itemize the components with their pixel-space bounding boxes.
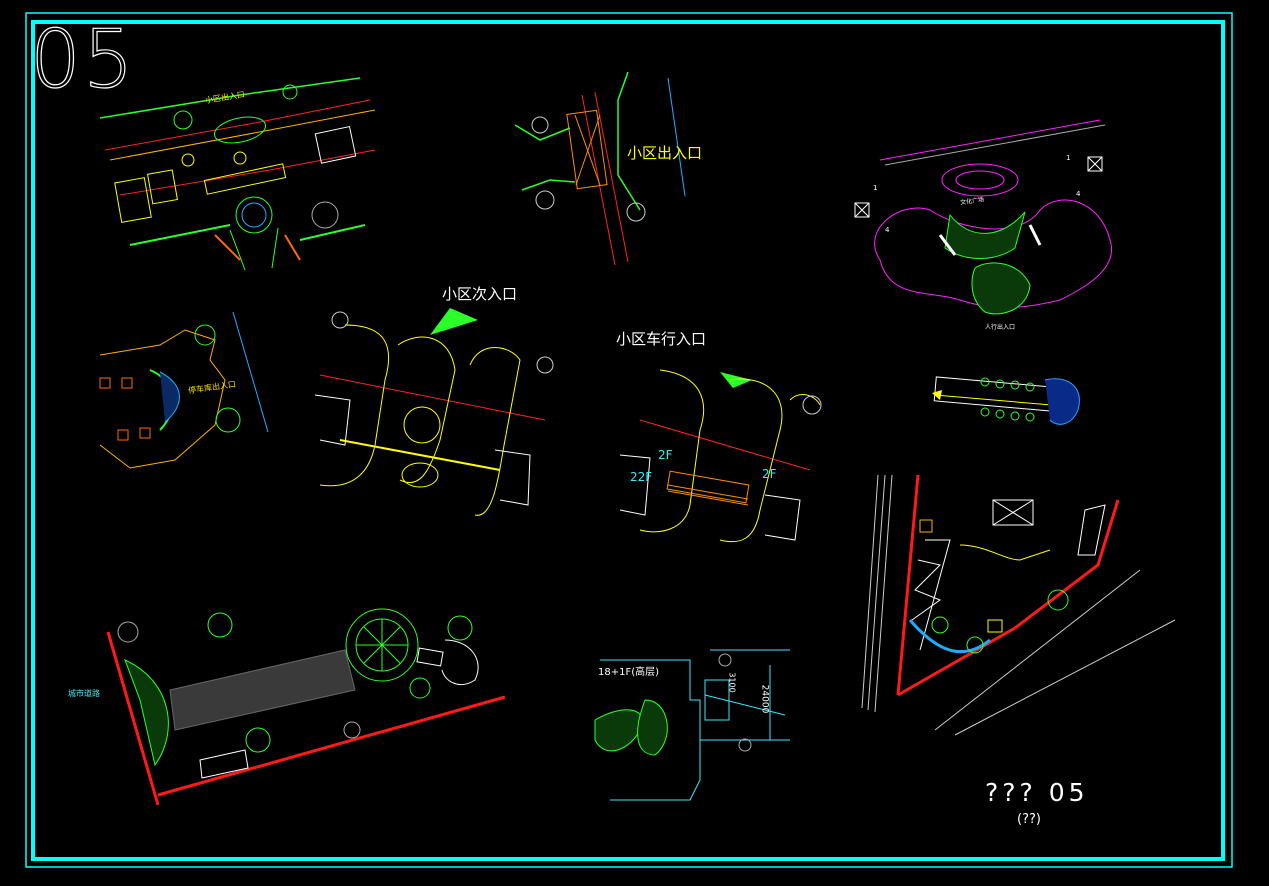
- plan-gate: [514, 71, 686, 266]
- plan-building-entrance: [594, 649, 790, 801]
- label-plot-1b: 1: [1066, 154, 1071, 162]
- label-dim-24000: 24000: [759, 684, 770, 714]
- label-entrance-secondary: 小区次入口: [442, 285, 518, 303]
- sheet-title: ??? 05: [985, 778, 1089, 807]
- label-entrance-vehicle: 小区车行入口: [616, 330, 707, 348]
- sheet-scale: (??): [1017, 812, 1041, 827]
- plan-linear-park: [106, 608, 506, 806]
- label-plot-1a: 1: [873, 184, 878, 192]
- plan-corner-site: [861, 474, 1176, 736]
- label-entrance-main: 小区出入口: [627, 144, 703, 162]
- sheet-number: 05: [29, 13, 136, 106]
- label-building-left: 18+1F(高层): [598, 667, 660, 678]
- label-floors-2f-left: 2F: [658, 448, 673, 462]
- plan-plaza: [854, 119, 1113, 315]
- plan-main-entrance: [99, 77, 376, 271]
- plan-vehicle-entrance: [619, 369, 822, 543]
- label-pedestrian-entrance: 人行出入口: [985, 324, 1016, 331]
- label-dim-3100: 3100: [727, 672, 737, 693]
- label-floors-2f-right: 2F: [762, 467, 777, 481]
- label-road-name: 城市道路: [68, 689, 100, 698]
- inner-frame: [31, 20, 1225, 861]
- plan-axis-walk: [932, 376, 1080, 425]
- plan-secondary-entrance: [314, 308, 554, 516]
- plan-parking-entrance: [99, 311, 269, 469]
- label-plot-4b: 4: [1076, 190, 1081, 198]
- label-plot-4a: 4: [885, 226, 890, 234]
- label-floors-22f: 22F: [630, 470, 653, 484]
- outer-frame: [25, 12, 1233, 868]
